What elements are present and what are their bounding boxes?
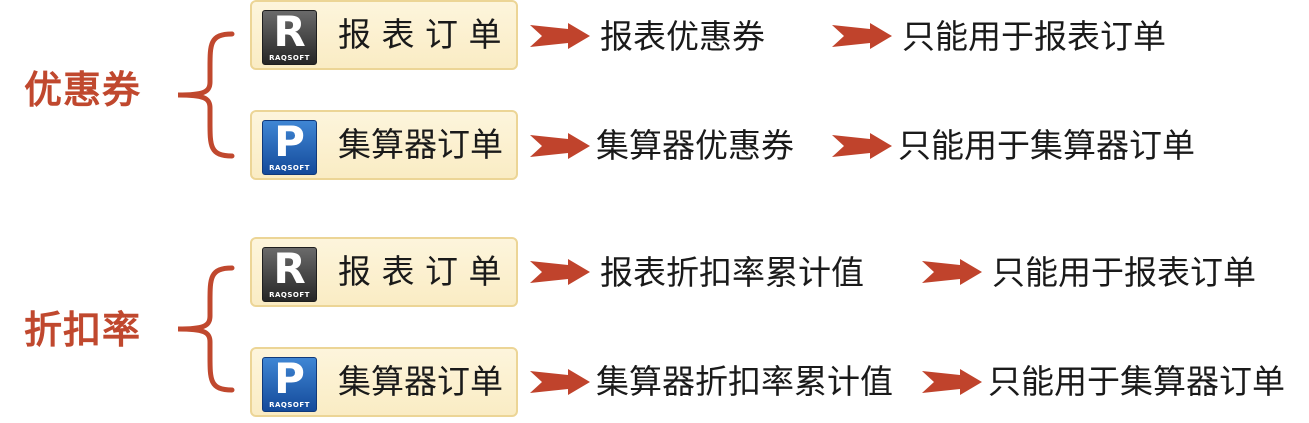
- product-box-label: 报 表 订 单: [338, 15, 502, 54]
- raqsoft-p-logo-icon: P RAQSOFT: [262, 357, 317, 412]
- step1-text: 集算器折扣率累计值: [596, 362, 893, 401]
- group-label-coupon: 优惠券: [24, 68, 142, 112]
- logo-letter: P: [274, 357, 305, 403]
- product-box-esproc: P RAQSOFT 集算器订单: [250, 347, 518, 417]
- arrow-right-icon: [832, 23, 892, 49]
- logo-brand: RAQSOFT: [269, 401, 310, 409]
- curly-brace-icon: [177, 265, 235, 393]
- raqsoft-p-logo-icon: P RAQSOFT: [262, 120, 317, 175]
- arrow-right-icon: [922, 369, 982, 395]
- arrow-right-icon: [832, 133, 892, 159]
- logo-letter: R: [273, 247, 306, 293]
- step1-text: 集算器优惠券: [596, 126, 794, 165]
- arrow-right-icon: [530, 133, 590, 159]
- arrow-right-icon: [530, 369, 590, 395]
- step2-text: 只能用于集算器订单: [898, 126, 1195, 165]
- logo-letter: P: [274, 120, 305, 166]
- step1-text: 报表优惠券: [600, 17, 765, 56]
- group-label-discount: 折扣率: [24, 308, 142, 352]
- product-box-label: 报 表 订 单: [338, 252, 502, 291]
- product-box-esproc: P RAQSOFT 集算器订单: [250, 110, 518, 180]
- product-box-report: R RAQSOFT 报 表 订 单: [250, 0, 518, 70]
- product-box-label: 集算器订单: [338, 125, 503, 164]
- logo-letter: R: [273, 10, 306, 56]
- product-box-label: 集算器订单: [338, 362, 503, 401]
- arrow-right-icon: [530, 23, 590, 49]
- step2-text: 只能用于集算器订单: [988, 362, 1285, 401]
- logo-brand: RAQSOFT: [269, 54, 310, 62]
- product-box-report: R RAQSOFT 报 表 订 单: [250, 237, 518, 307]
- curly-brace-icon: [177, 31, 235, 159]
- step1-text: 报表折扣率累计值: [600, 253, 864, 292]
- step2-text: 只能用于报表订单: [902, 17, 1166, 56]
- arrow-right-icon: [922, 259, 982, 285]
- raqsoft-r-logo-icon: R RAQSOFT: [262, 10, 317, 65]
- step2-text: 只能用于报表订单: [992, 253, 1256, 292]
- logo-brand: RAQSOFT: [269, 291, 310, 299]
- logo-brand: RAQSOFT: [269, 164, 310, 172]
- raqsoft-r-logo-icon: R RAQSOFT: [262, 247, 317, 302]
- arrow-right-icon: [530, 259, 590, 285]
